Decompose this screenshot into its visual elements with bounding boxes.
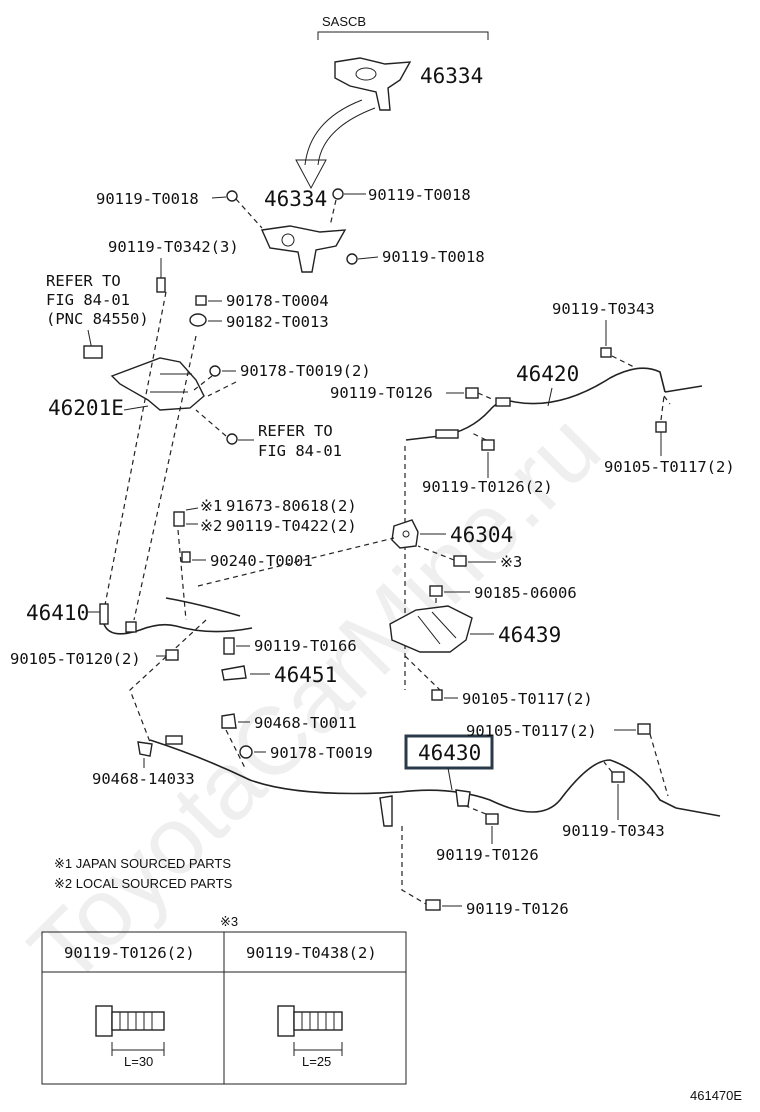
- part-label: 90119-T0342(3): [108, 238, 239, 256]
- callout-46304: 46304: [450, 523, 513, 547]
- curved-arrow-icon: [295, 99, 376, 190]
- callout-46451: 46451: [274, 663, 337, 687]
- mark-1: ※1: [200, 497, 222, 515]
- part-label: 90240-T0001: [210, 552, 313, 570]
- bolt-length-table: [41, 931, 407, 1085]
- bolt-icon: [655, 395, 667, 433]
- callout-46420: 46420: [516, 362, 579, 386]
- bolt-icon: [156, 258, 166, 293]
- callout-46201E: 46201E: [48, 396, 124, 420]
- bolt-icon: [346, 253, 379, 265]
- part-label: 90185-06006: [474, 584, 577, 602]
- part-label: 90119-T0126: [330, 384, 433, 402]
- part-label: 90119-T0018: [382, 248, 485, 266]
- bolt-icon: [226, 190, 263, 229]
- bolt-icon: [425, 899, 441, 911]
- bolt-length-1: L=30: [124, 1054, 153, 1069]
- equalizer-46304: [391, 519, 419, 549]
- clip-icon: [221, 713, 237, 729]
- refer-text: REFER TO: [46, 272, 121, 290]
- part-label: 90119-T0126: [466, 900, 569, 918]
- nut-icon: [429, 585, 443, 597]
- bolt-icon: [223, 637, 235, 655]
- part-label: 90119-T0343: [562, 822, 665, 840]
- callout-46334-top: 46334: [420, 64, 483, 88]
- bolt-length-2: L=25: [302, 1054, 331, 1069]
- figure-id: 461470E: [690, 1088, 742, 1103]
- cable-46410: [99, 597, 253, 635]
- bolt-icon: [637, 723, 651, 735]
- protector-46439: [389, 605, 473, 653]
- bolt-drawing-icon: [277, 1005, 343, 1056]
- mark-3: ※3: [500, 553, 522, 571]
- bolt-icon: [469, 431, 495, 451]
- table-header-2: 90119-T0438(2): [246, 944, 377, 962]
- part-label: 90119-T0126: [436, 846, 539, 864]
- bolt-icon: [611, 771, 625, 783]
- part-label: 91673-80618(2): [226, 497, 357, 515]
- refer-text: REFER TO: [258, 422, 333, 440]
- part-label: 90119-T0018: [96, 190, 199, 208]
- clip-icon: [137, 741, 153, 757]
- callout-46439: 46439: [498, 623, 561, 647]
- nut-icon: [600, 347, 612, 358]
- table-mark: ※3: [220, 914, 238, 929]
- bolt-icon: [329, 188, 344, 227]
- part-label: 90105-T0117(2): [466, 722, 597, 740]
- bracket-46451: [221, 665, 247, 681]
- part-label: 90178-T0019: [270, 744, 373, 762]
- part-label: 90105-T0117(2): [462, 690, 593, 708]
- part-label: 90468-T0011: [254, 714, 357, 732]
- part-label: 90119-T0018: [368, 186, 471, 204]
- bolt-icon: [485, 813, 499, 825]
- table-header-1: 90119-T0126(2): [64, 944, 195, 962]
- bracket-46334-top: [334, 57, 412, 111]
- refer-text: (PNC 84550): [46, 310, 149, 328]
- bolt-icon: [465, 387, 495, 401]
- part-label: 90182-T0013: [226, 313, 329, 331]
- part-label: 90178-T0019(2): [240, 362, 371, 380]
- clip-icon: [181, 551, 191, 563]
- legend-note-1: ※1 JAPAN SOURCED PARTS: [54, 856, 231, 871]
- callout-46410: 46410: [26, 601, 89, 625]
- highlight-box: [404, 734, 494, 770]
- nut-icon: [239, 745, 253, 759]
- bolt-icon: [226, 433, 238, 445]
- part-label: 90468-14033: [92, 770, 195, 788]
- variant-bracket: SASCB: [317, 14, 489, 40]
- mark-2: ※2: [200, 517, 222, 535]
- cable-46430: [149, 735, 721, 827]
- lever-46201E: [83, 345, 205, 411]
- callout-46430: 46430: [418, 741, 481, 765]
- part-label: 90119-T0166: [254, 637, 357, 655]
- part-label: 90105-T0120(2): [10, 650, 141, 668]
- cable-46420: [405, 367, 703, 441]
- bolt-drawing-icon: [95, 1005, 165, 1056]
- nut-icon: [209, 365, 221, 377]
- legend-note-2: ※2 LOCAL SOURCED PARTS: [54, 876, 233, 891]
- bolt-icon: [173, 511, 185, 527]
- part-label: 90178-T0004: [226, 292, 329, 310]
- part-label: 90119-T0422(2): [226, 517, 357, 535]
- part-label: 90119-T0126(2): [422, 478, 553, 496]
- part-label: 90119-T0343: [552, 300, 655, 318]
- nut-icon: [189, 313, 207, 327]
- variant-label: SASCB: [322, 14, 366, 29]
- callout-46334: 46334: [264, 187, 327, 211]
- bolt-icon: [417, 545, 467, 567]
- refer-text: FIG 84-01: [258, 442, 342, 460]
- bolt-icon: [431, 689, 443, 701]
- nut-icon: [195, 295, 207, 306]
- bracket-46334: [260, 225, 347, 273]
- refer-text: FIG 84-01: [46, 291, 130, 309]
- bolt-icon: [165, 649, 179, 661]
- part-label: 90105-T0117(2): [604, 458, 735, 476]
